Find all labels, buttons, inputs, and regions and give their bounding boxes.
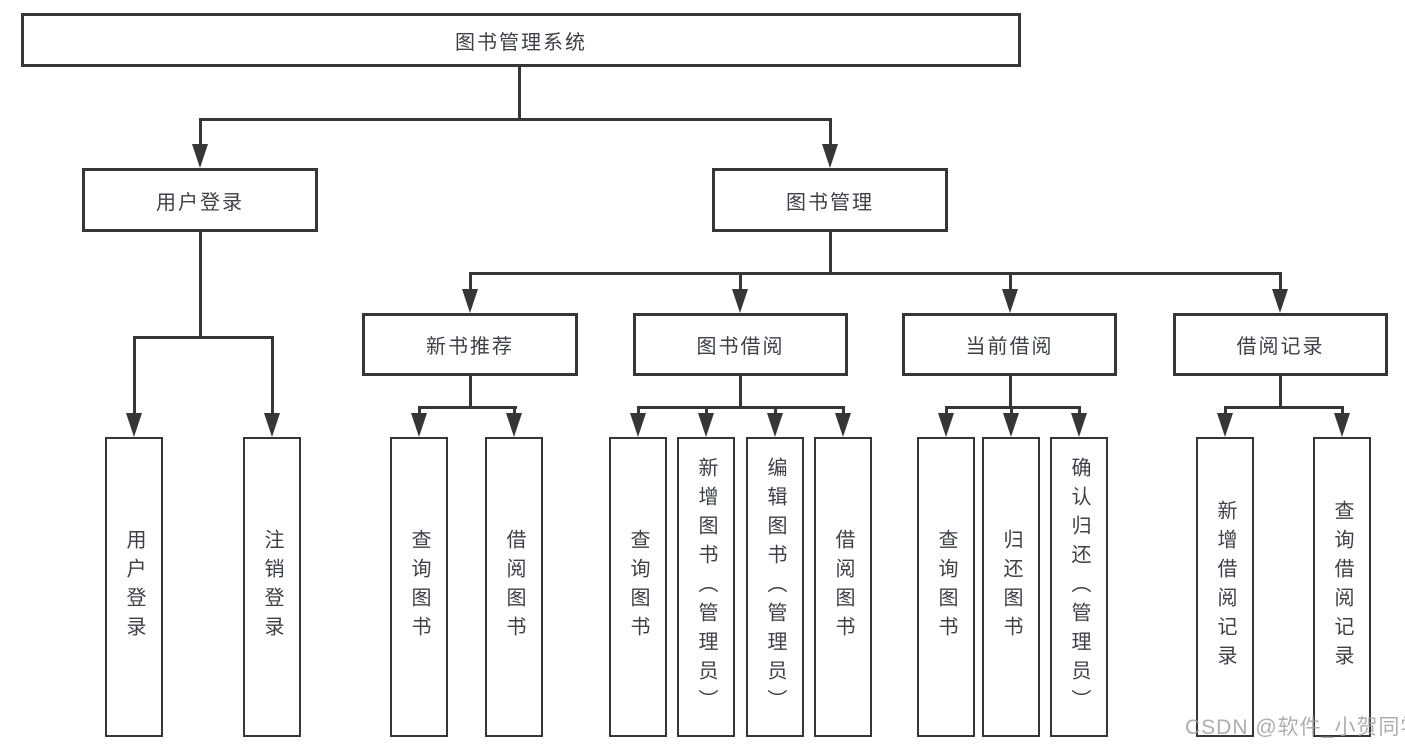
connector-drop-leaf [774,406,777,415]
connector-drop-leaf [1341,406,1344,415]
node-leaf-query-book-2: 查询图书 [609,437,667,737]
node-leaf-query-book-3: 查询图书 [917,437,975,737]
leaf-label: 新增借阅记录 [1214,500,1236,674]
node-leaf-edit-book-admin: 编辑图书（管理员） [746,437,804,737]
node-leaf-borrow-book-2: 借阅图书 [814,437,872,737]
leaf-label: 借阅图书 [832,529,854,645]
arrow-down-icon [732,289,748,313]
leaf-label: 用户登录 [123,529,145,645]
connector-new-book-rec-branch [418,406,517,409]
connector-root-branch [199,118,832,121]
leaf-label: 新增图书（管理员） [695,456,717,718]
arrow-down-icon [1002,289,1018,313]
arrow-down-icon [698,413,714,437]
connector-drop-user-login [199,118,202,146]
arrow-down-icon [1003,413,1019,437]
leaf-label: 查询图书 [408,529,430,645]
node-book-management: 图书管理 [712,168,948,232]
connector-book-mgmt-stem [829,232,832,272]
node-leaf-user-login: 用户登录 [105,437,163,737]
arrow-down-icon [462,289,478,313]
arrow-down-icon [1334,413,1350,437]
connector-current-borrow-stem [1009,376,1012,406]
arrow-down-icon [630,413,646,437]
arrow-down-icon [835,413,851,437]
leaf-label: 确认归还（管理员） [1068,456,1090,718]
arrow-down-icon [264,413,280,437]
leaf-label: 借阅图书 [503,529,525,645]
connector-drop-leaf [842,406,845,415]
node-leaf-add-book-admin: 新增图书（管理员） [677,437,735,737]
arrow-down-icon [1272,289,1288,313]
node-leaf-query-book-1: 查询图书 [390,437,448,737]
arrow-down-icon [506,413,522,437]
connector-drop-leaf [513,406,516,415]
connector-drop-leaf-user-login [133,336,136,415]
connector-drop-leaf [1078,406,1081,415]
connector-drop-borrow-record [1279,272,1282,291]
connector-borrow-record-branch [1224,406,1343,409]
connector-drop-book-mgmt [829,118,832,146]
node-leaf-logout: 注销登录 [243,437,301,737]
connector-drop-new-book-rec [469,272,472,291]
connector-user-login-branch [133,336,274,339]
node-leaf-confirm-return-admin: 确认归还（管理员） [1050,437,1108,737]
connector-drop-leaf [1224,406,1227,415]
arrow-down-icon [822,144,838,168]
leaf-label: 注销登录 [261,529,283,645]
arrow-down-icon [411,413,427,437]
connector-new-book-rec-stem [469,376,472,406]
node-new-book-recommend: 新书推荐 [362,313,578,376]
connector-book-borrow-stem [739,376,742,406]
arrow-down-icon [192,144,208,168]
connector-book-mgmt-branch [469,272,1282,275]
node-book-borrow: 图书借阅 [633,313,848,376]
node-leaf-borrow-book-1: 借阅图书 [485,437,543,737]
leaf-label: 查询图书 [935,529,957,645]
leaf-label: 查询借阅记录 [1331,500,1353,674]
node-borrow-record: 借阅记录 [1173,313,1388,376]
node-leaf-query-borrow-record: 查询借阅记录 [1313,437,1371,737]
connector-drop-current-borrow [1009,272,1012,291]
leaf-label: 查询图书 [627,529,649,645]
connector-current-borrow-branch [945,406,1081,409]
connector-drop-leaf [945,406,948,415]
connector-drop-leaf [418,406,421,415]
connector-book-borrow-branch [637,406,845,409]
connector-drop-book-borrow [739,272,742,291]
connector-user-login-stem [199,232,202,336]
connector-drop-leaf [1010,406,1013,415]
arrow-down-icon [1071,413,1087,437]
connector-borrow-record-stem [1279,376,1282,406]
connector-drop-leaf [705,406,708,415]
watermark: CSDN @软件_小贺同学 [1185,716,1405,739]
leaf-label: 归还图书 [1000,529,1022,645]
arrow-down-icon [767,413,783,437]
connector-root-stem [518,67,521,118]
node-leaf-return-book: 归还图书 [982,437,1040,737]
arrow-down-icon [126,413,142,437]
connector-drop-leaf [637,406,640,415]
node-user-login: 用户登录 [82,168,318,232]
node-leaf-add-borrow-record: 新增借阅记录 [1196,437,1254,737]
connector-drop-leaf-logout [271,336,274,415]
node-root: 图书管理系统 [21,13,1021,67]
arrow-down-icon [938,413,954,437]
arrow-down-icon [1217,413,1233,437]
leaf-label: 编辑图书（管理员） [764,456,786,718]
node-current-borrow: 当前借阅 [902,313,1117,376]
